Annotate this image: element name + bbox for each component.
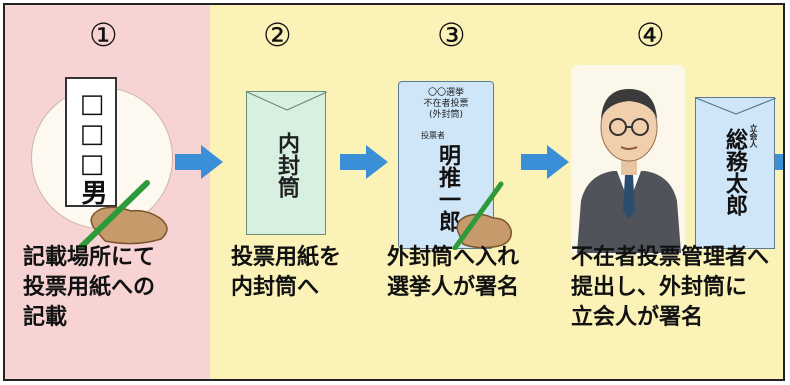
step2-number: ② <box>263 16 292 54</box>
arrow-right-icon <box>775 154 783 170</box>
outer-envelope-header: 〇〇選挙 不在者投票 (外封筒) <box>423 88 469 120</box>
inner-envelope-label: 内封筒 <box>274 132 299 198</box>
arrow-right-icon <box>521 145 569 179</box>
arrow-right-icon <box>340 145 388 179</box>
voter-tag: 投票者 <box>421 131 445 140</box>
hand-writing-icon <box>452 181 512 250</box>
step4-number: ④ <box>636 16 665 54</box>
ballot-name: □□□男 <box>77 89 107 205</box>
official-person-icon <box>577 89 681 253</box>
arrow-right-icon <box>175 145 223 179</box>
step2-caption: 投票用紙を 内封筒へ <box>231 245 342 300</box>
step1-illustration: □□□男 <box>31 77 191 249</box>
ballot-paper: □□□男 <box>65 77 117 207</box>
outer-envelope: 〇〇選挙 不在者投票 (外封筒) 投票者 明推一郎 <box>398 81 512 250</box>
step4-caption: 不在者投票管理者へ 提出し、外封筒に 立会人が署名 <box>571 245 770 330</box>
voter-name: 明推一郎 <box>435 144 460 232</box>
step1-number: ① <box>89 16 118 54</box>
witness-envelope: 立会人 総務太郎 <box>695 97 776 249</box>
hand-writing-icon <box>78 180 168 249</box>
step3-caption: 外封筒へ入れ 選挙人が署名 <box>387 245 520 300</box>
inner-envelope: 内封筒 <box>246 91 327 235</box>
envelope-flap <box>696 98 776 115</box>
diagram-frame: ① ② ③ ④ □□□男 内封筒 〇〇選挙 不在者投票 (外封筒) 投票者 明推… <box>3 3 785 381</box>
step1-caption: 記載場所にて 投票用紙への 記載 <box>23 245 156 330</box>
witness-tag: 立会人 <box>749 124 758 148</box>
step3-number: ③ <box>437 16 466 54</box>
envelope-flap <box>247 92 327 111</box>
witness-name: 総務太郎 <box>722 128 747 216</box>
